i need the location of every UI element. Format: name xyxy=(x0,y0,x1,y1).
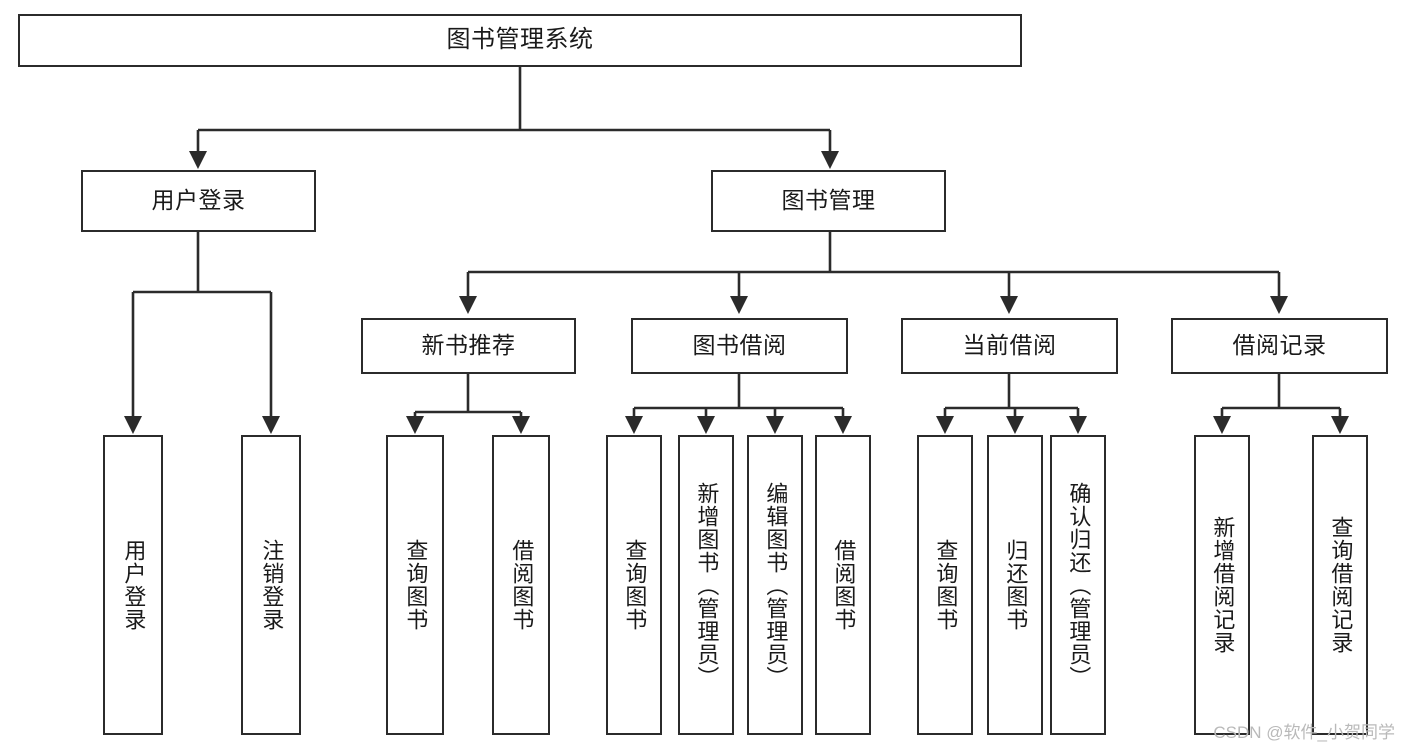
leaf-query-book-current[interactable]: 查询图书 xyxy=(917,435,973,735)
node-label: 归还图书 xyxy=(1003,539,1029,631)
node-label: 新书推荐 xyxy=(421,332,516,359)
node-current-borrow[interactable]: 当前借阅 xyxy=(901,318,1118,374)
node-label: 查询图书 xyxy=(403,539,429,631)
leaf-confirm-return[interactable]: 确认归还（管理员） xyxy=(1050,435,1106,735)
leaf-query-borrow-record[interactable]: 查询借阅记录 xyxy=(1312,435,1368,735)
node-label: 新增借阅记录 xyxy=(1210,516,1236,654)
node-label: 借阅图书 xyxy=(509,539,535,631)
leaf-edit-book[interactable]: 编辑图书（管理员） xyxy=(747,435,803,735)
leaf-return-book[interactable]: 归还图书 xyxy=(987,435,1043,735)
node-label: 图书管理系统 xyxy=(446,26,594,54)
node-label: 新增图书（管理员） xyxy=(694,481,720,689)
node-new-book-recommend[interactable]: 新书推荐 xyxy=(361,318,576,374)
node-root-system[interactable]: 图书管理系统 xyxy=(18,14,1022,67)
node-borrow-record[interactable]: 借阅记录 xyxy=(1171,318,1388,374)
leaf-query-book-recommend[interactable]: 查询图书 xyxy=(386,435,444,735)
leaf-borrow-book[interactable]: 借阅图书 xyxy=(815,435,871,735)
node-label: 图书借阅 xyxy=(692,332,787,359)
leaf-borrow-book-recommend[interactable]: 借阅图书 xyxy=(492,435,550,735)
node-label: 查询图书 xyxy=(933,539,959,631)
leaf-user-login[interactable]: 用户登录 xyxy=(103,435,163,735)
node-label: 查询图书 xyxy=(622,539,648,631)
node-user-login[interactable]: 用户登录 xyxy=(81,170,316,232)
node-label: 注销登录 xyxy=(259,539,285,631)
node-label: 用户登录 xyxy=(151,187,246,214)
node-book-borrow[interactable]: 图书借阅 xyxy=(631,318,848,374)
leaf-logout[interactable]: 注销登录 xyxy=(241,435,301,735)
node-label: 借阅图书 xyxy=(831,539,857,631)
node-label: 借阅记录 xyxy=(1232,332,1327,359)
node-book-manage[interactable]: 图书管理 xyxy=(711,170,946,232)
leaf-add-borrow-record[interactable]: 新增借阅记录 xyxy=(1194,435,1250,735)
node-label: 编辑图书（管理员） xyxy=(763,481,789,689)
leaf-add-book[interactable]: 新增图书（管理员） xyxy=(678,435,734,735)
node-label: 图书管理 xyxy=(781,187,876,214)
node-label: 查询借阅记录 xyxy=(1328,516,1354,654)
node-label: 确认归还（管理员） xyxy=(1066,481,1092,689)
leaf-query-book-borrow[interactable]: 查询图书 xyxy=(606,435,662,735)
node-label: 用户登录 xyxy=(121,539,147,631)
node-label: 当前借阅 xyxy=(962,332,1057,359)
watermark: CSDN @软件_小贺同学 xyxy=(1213,723,1395,742)
